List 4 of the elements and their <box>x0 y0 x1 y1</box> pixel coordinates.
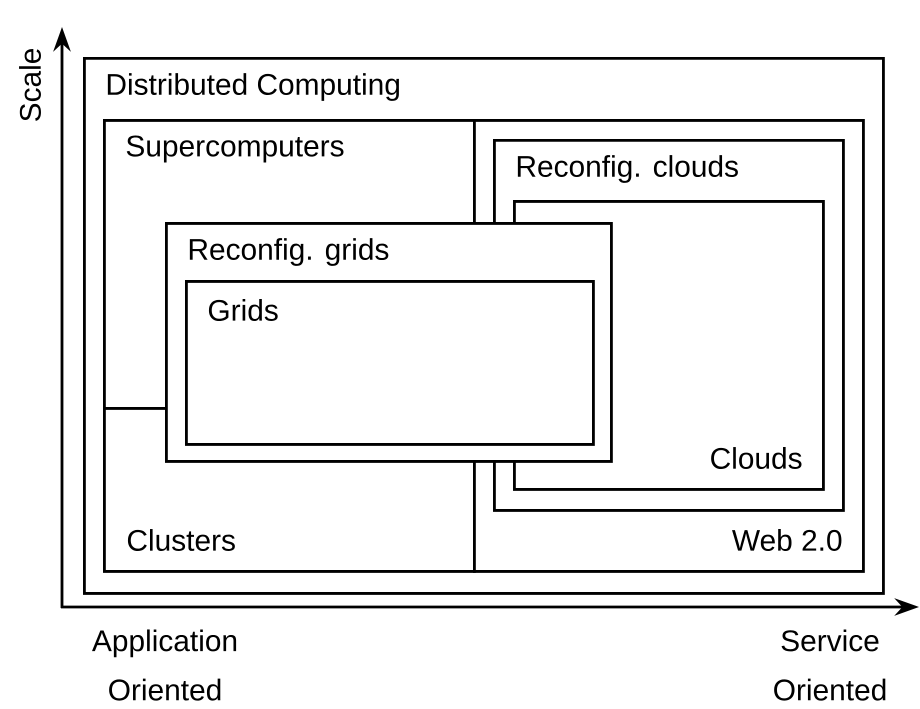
axis-label: Application Oriented <box>92 629 236 701</box>
region-box: Grids <box>185 280 595 446</box>
axis-label: Service Oriented <box>774 629 886 701</box>
axis-label: Scale <box>19 48 41 122</box>
